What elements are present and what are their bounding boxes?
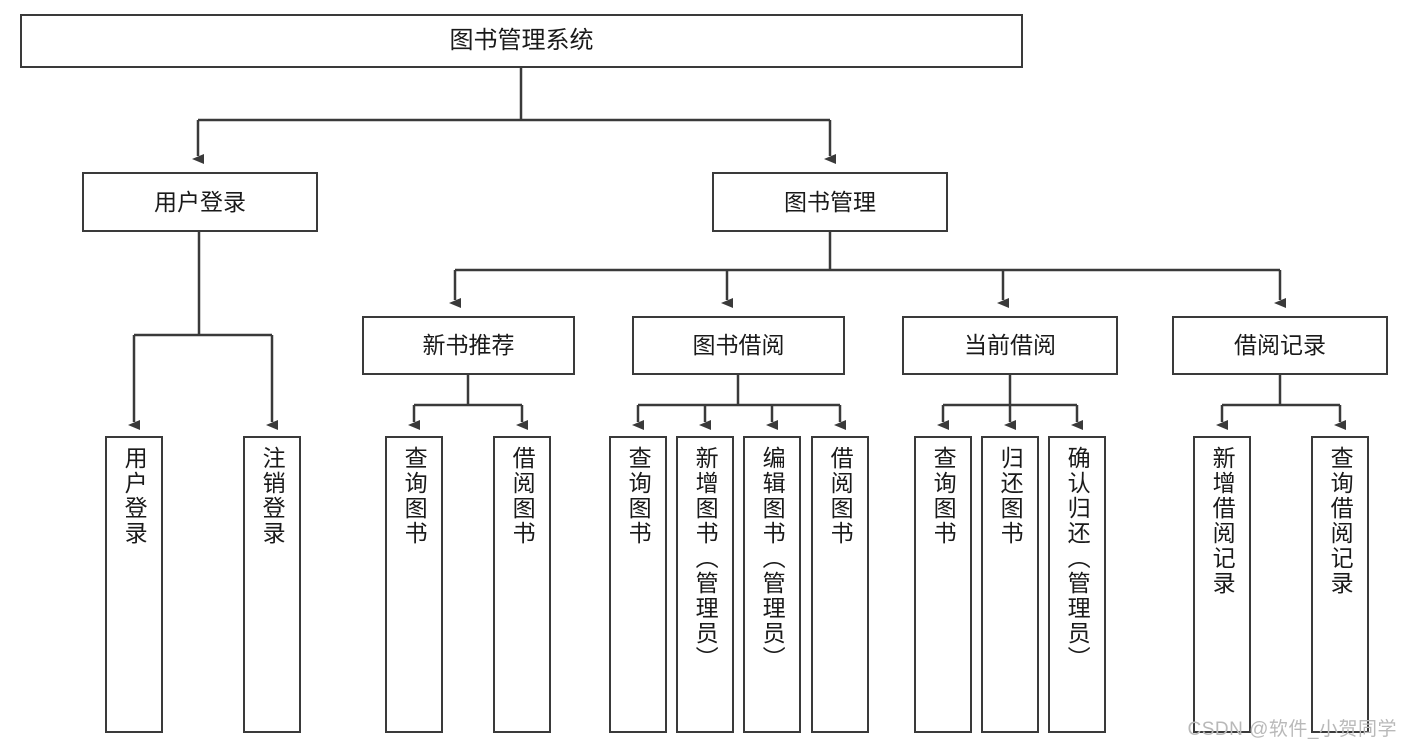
node-label: 注销登录: [259, 446, 286, 546]
node-label: 新增图书（管理员）: [692, 446, 719, 671]
leaf-borrow-record-query-record[interactable]: 查询借阅记录: [1311, 436, 1369, 733]
node-label: 新书推荐: [422, 332, 515, 359]
node-label: 新增借阅记录: [1209, 446, 1236, 596]
node-user-login[interactable]: 用户登录: [82, 172, 318, 232]
node-label: 编辑图书（管理员）: [759, 446, 786, 671]
node-current-borrow[interactable]: 当前借阅: [902, 316, 1118, 375]
leaf-book-borrow-borrow-book[interactable]: 借阅图书: [811, 436, 869, 733]
leaf-new-book-query-book[interactable]: 查询图书: [385, 436, 443, 733]
leaf-user-login-login[interactable]: 用户登录: [105, 436, 163, 733]
leaf-current-borrow-query-book[interactable]: 查询图书: [914, 436, 972, 733]
node-book-borrow[interactable]: 图书借阅: [632, 316, 845, 375]
node-label: 查询图书: [625, 446, 652, 546]
node-label: 借阅记录: [1234, 332, 1326, 359]
leaf-current-borrow-return-book[interactable]: 归还图书: [981, 436, 1039, 733]
node-label: 当前借阅: [964, 332, 1056, 359]
node-label: 查询借阅记录: [1327, 446, 1354, 596]
node-label: 图书管理系统: [449, 27, 594, 55]
node-label: 图书管理: [784, 188, 876, 215]
node-label: 用户登录: [121, 446, 148, 546]
node-label: 归还图书: [997, 446, 1024, 546]
leaf-new-book-borrow-book[interactable]: 借阅图书: [493, 436, 551, 733]
node-label: 图书借阅: [692, 332, 785, 359]
node-label: 查询图书: [930, 446, 957, 546]
node-book-management[interactable]: 图书管理: [712, 172, 948, 232]
node-label: 查询图书: [401, 446, 428, 546]
node-label: 借阅图书: [827, 446, 854, 546]
leaf-current-borrow-confirm-return-admin[interactable]: 确认归还（管理员）: [1048, 436, 1106, 733]
leaf-user-login-logout[interactable]: 注销登录: [243, 436, 301, 733]
node-label: 借阅图书: [509, 446, 536, 546]
node-root-book-management-system[interactable]: 图书管理系统: [20, 14, 1023, 68]
node-label: 用户登录: [154, 188, 246, 215]
node-label: 确认归还（管理员）: [1064, 446, 1091, 671]
leaf-book-borrow-query-book[interactable]: 查询图书: [609, 436, 667, 733]
leaf-borrow-record-add-record[interactable]: 新增借阅记录: [1193, 436, 1251, 733]
leaf-book-borrow-edit-book-admin[interactable]: 编辑图书（管理员）: [743, 436, 801, 733]
node-new-book-recommend[interactable]: 新书推荐: [362, 316, 575, 375]
node-borrow-record[interactable]: 借阅记录: [1172, 316, 1388, 375]
watermark-text: CSDN @软件_小贺同学: [1187, 719, 1397, 740]
leaf-book-borrow-add-book-admin[interactable]: 新增图书（管理员）: [676, 436, 734, 733]
